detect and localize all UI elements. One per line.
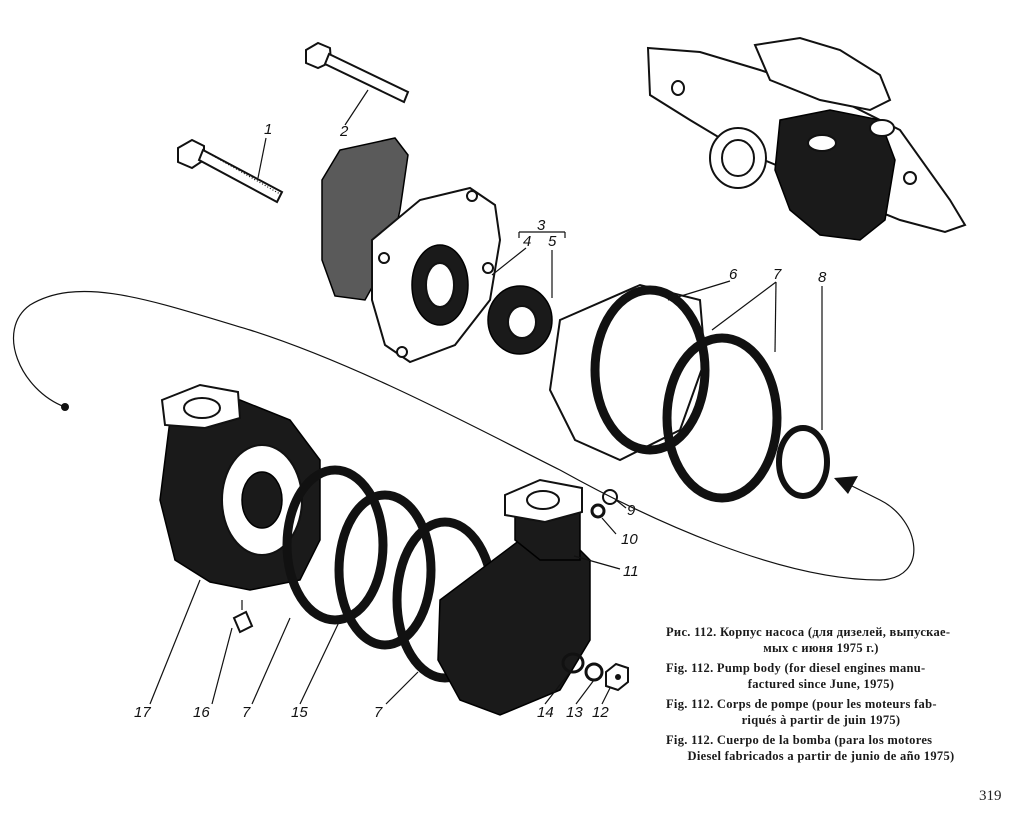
callout-11: 11 [623,563,639,580]
nut-12 [605,662,629,692]
caption-es-line2: Diesel fabricados a partir de junio de a… [687,749,955,763]
callout-3: 3 [537,217,546,234]
caption-spanish: Fig. 112. Cuerpo de la bomba (para los m… [666,732,976,764]
pump-assembly-view [646,36,967,241]
callout-4: 4 [523,233,531,250]
caption-en-line2: factured since June, 1975) [747,677,895,691]
callout-10: 10 [621,531,638,548]
callout-7-upper: 7 [773,266,782,283]
callout-6: 6 [729,266,738,283]
drain-cock-16 [232,600,254,634]
pump-outlet-housing-11 [437,478,591,716]
washer-10 [590,503,606,519]
washer-14 [561,652,585,674]
callout-1: 1 [264,121,272,138]
callout-13: 13 [566,704,583,721]
figure-caption: Рис. 112. Корпус насоса (для дизелей, вы… [666,624,976,768]
callout-7-lower-left: 7 [242,704,251,721]
gasket-7-upper-b [662,333,782,503]
gasket-7-upper-a [590,285,710,455]
callout-16: 16 [193,704,210,721]
callout-15: 15 [291,704,308,721]
callout-14: 14 [537,704,554,721]
pump-housing-17 [159,383,321,591]
caption-en-line1: Fig. 112. Pump body (for diesel engines … [666,661,926,675]
callout-9: 9 [627,502,636,519]
caption-ru-line1: Рис. 112. Корпус насоса (для дизелей, вы… [666,625,951,639]
leader-lines [149,89,823,705]
callout-2: 2 [339,123,349,140]
seal-ring [487,285,553,355]
callout-7-lower-right: 7 [374,704,383,721]
callout-12: 12 [592,704,609,721]
o-ring-8 [776,425,830,499]
caption-fr-line2: riqués à partir de juin 1975) [741,713,901,727]
caption-fr-line1: Fig. 112. Corps de pompe (pour les moteu… [666,697,937,711]
pump-cover [321,137,502,364]
bolt-2 [305,41,410,104]
callout-8: 8 [818,269,827,286]
caption-french: Fig. 112. Corps de pompe (pour les moteu… [666,696,976,728]
assembly-path [12,290,915,581]
page-number: 319 [979,788,1002,804]
callout-labels: 1 2 3 4 5 6 7 8 9 10 11 12 13 14 7 15 7 … [134,121,827,721]
caption-ru-line2: мых с июня 1975 г.) [763,641,879,655]
gasket-15 [334,490,436,650]
callout-5: 5 [548,233,557,250]
gasket-7-lower-a [282,465,388,625]
callout-17: 17 [134,704,151,721]
caption-english: Fig. 112. Pump body (for diesel engines … [666,660,976,692]
bolt-1 [177,138,284,204]
washer-13 [584,662,604,682]
caption-es-line1: Fig. 112. Cuerpo de la bomba (para los m… [666,733,933,747]
caption-russian: Рис. 112. Корпус насоса (для дизелей, вы… [666,624,976,656]
